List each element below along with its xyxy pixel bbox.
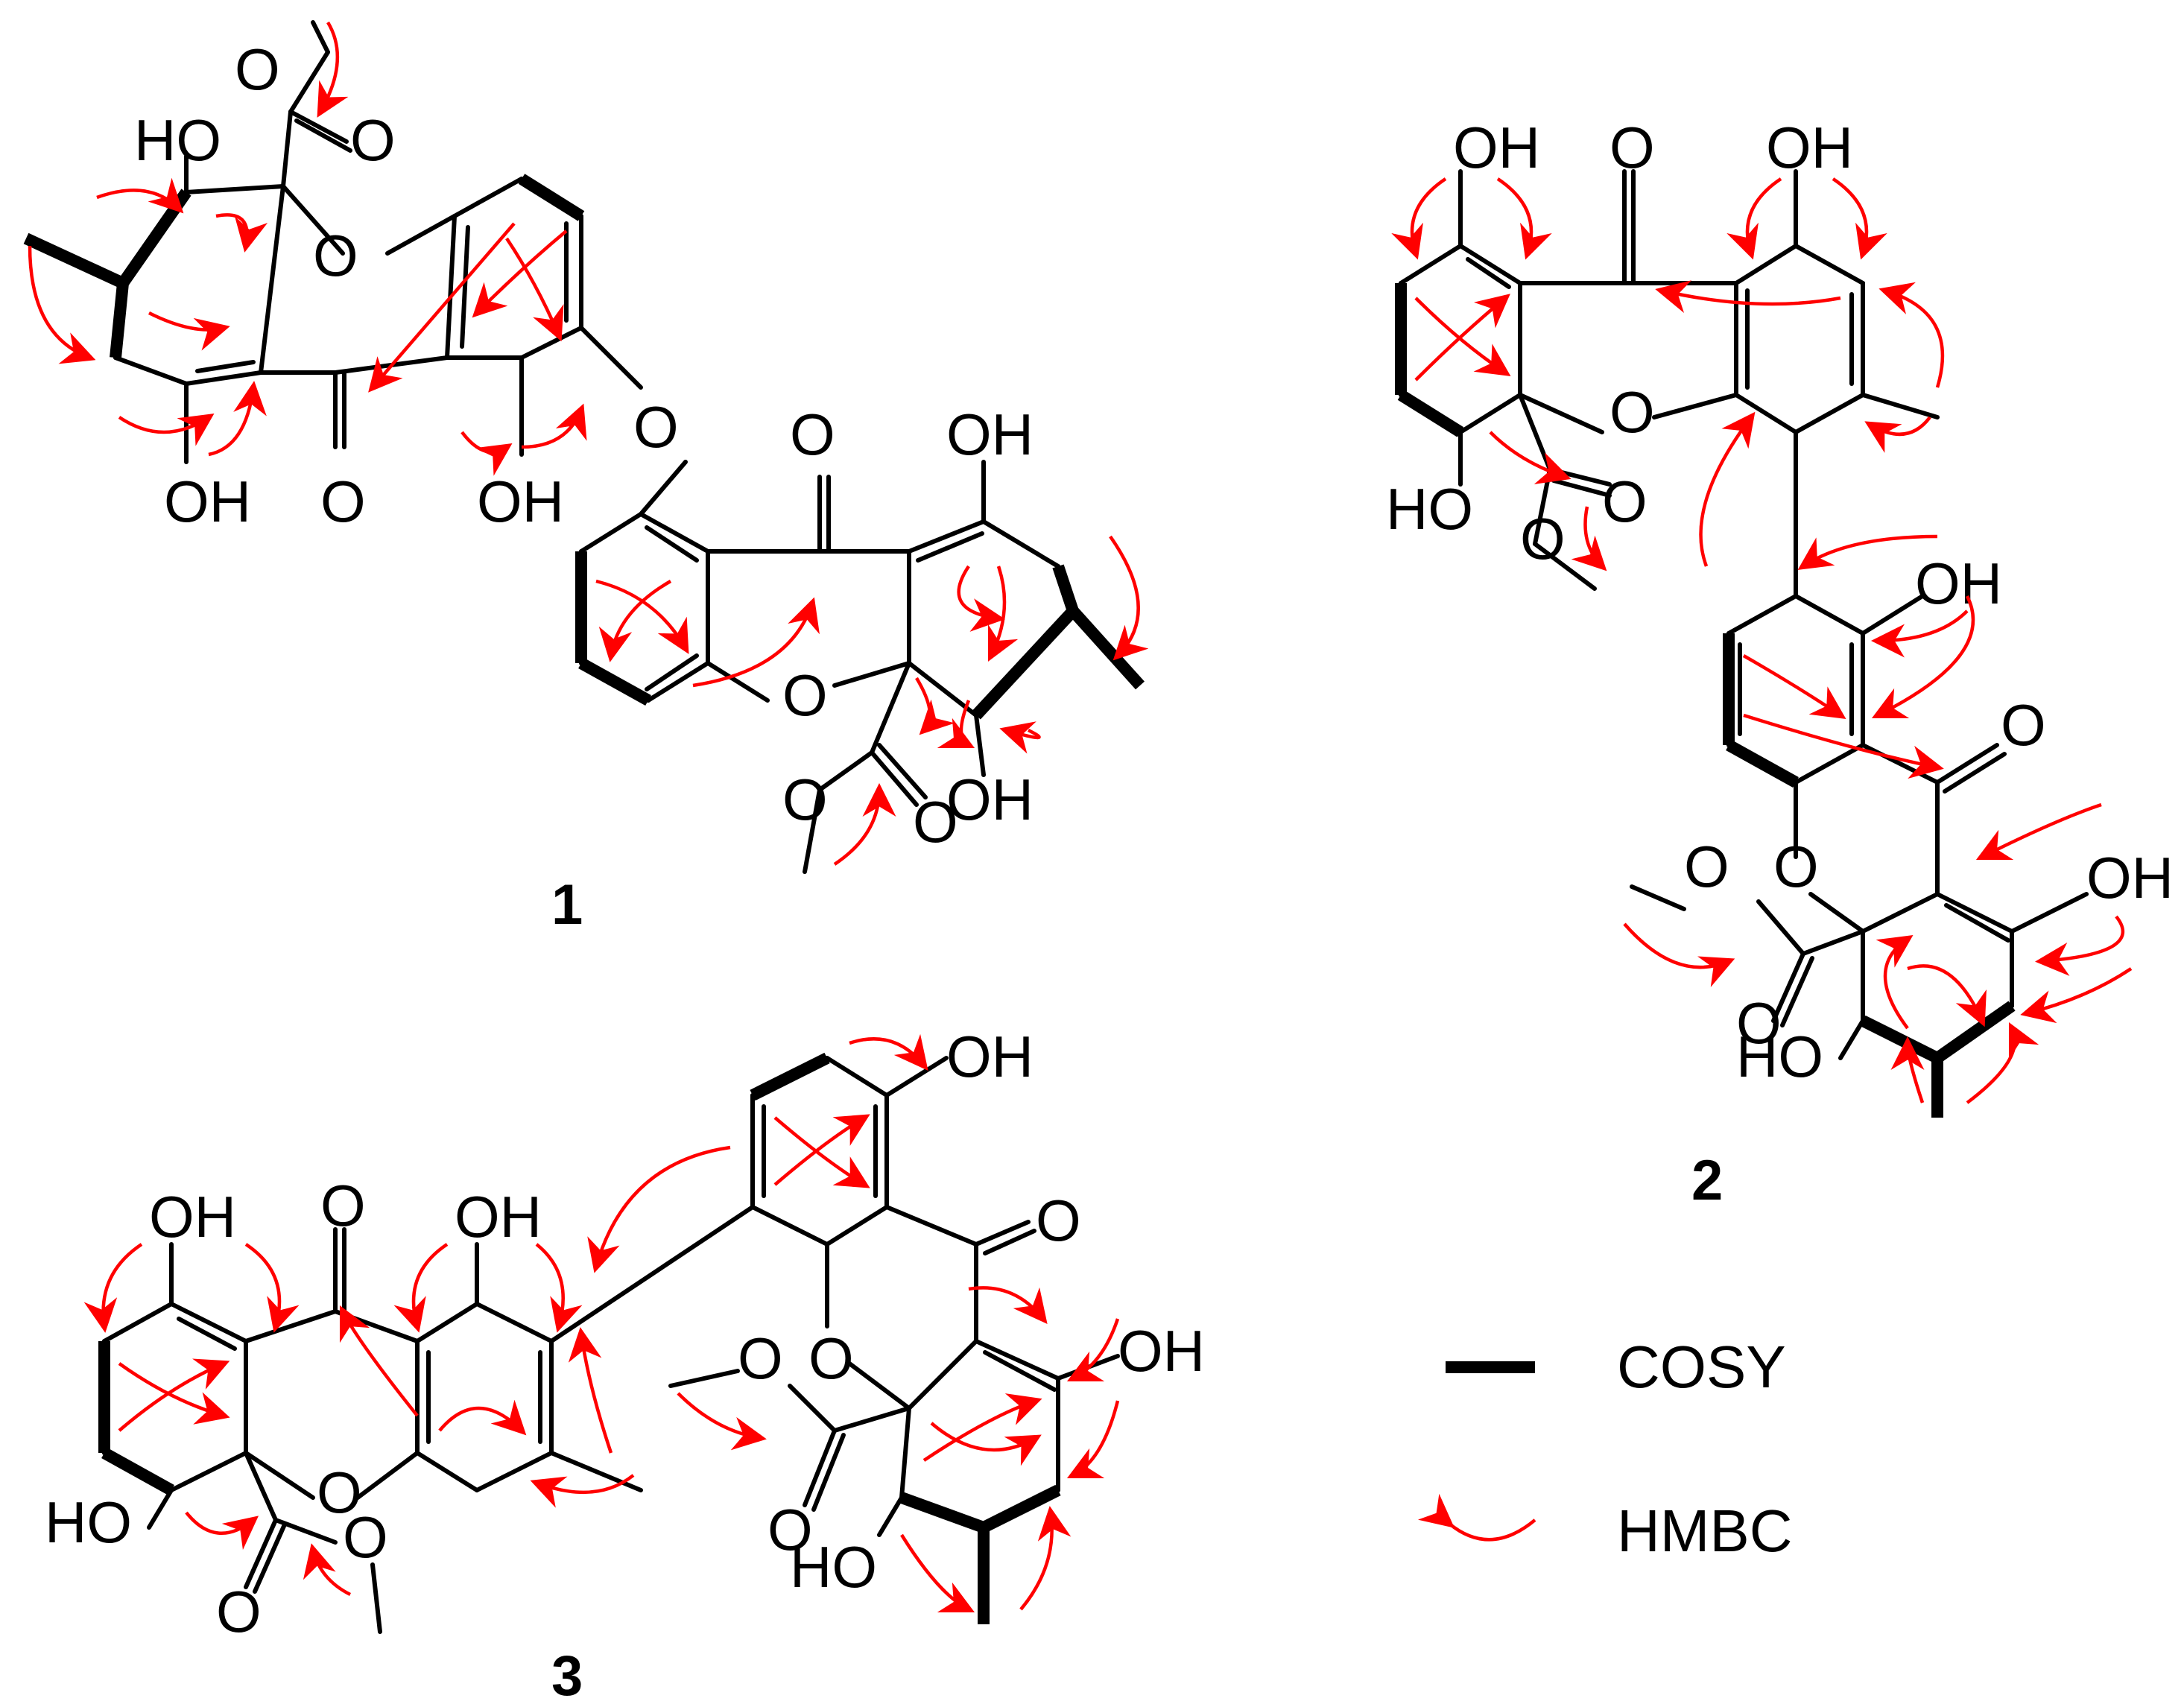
c2-carbonyl-o: O xyxy=(1602,469,1648,534)
c1-ketone-o: O xyxy=(320,469,366,534)
c1-carbonyl2-o: O xyxy=(913,789,958,855)
legend-hmbc-swatch xyxy=(1417,1493,1536,1542)
c3-ester-o: O xyxy=(343,1504,388,1570)
compound-3-left-unit-bonds xyxy=(102,1205,755,1634)
c2-ester2-o: O xyxy=(1684,834,1729,899)
c1-ring2-o: O xyxy=(782,662,828,728)
c3-ketone-o: O xyxy=(320,1173,366,1238)
c3-oh-top-left: OH xyxy=(149,1184,236,1250)
c1-ester2-o: O xyxy=(782,767,828,832)
legend: COSY HMBC xyxy=(1417,1334,1793,1564)
c3-ester2-o: O xyxy=(738,1326,783,1391)
c2-carbonyl2-o: O xyxy=(1736,990,1782,1056)
legend-hmbc-label: HMBC xyxy=(1617,1498,1793,1564)
c1-ether-o: O xyxy=(633,394,679,460)
c1-oh-bottom-left: OH xyxy=(164,469,251,534)
c3-oh-right: OH xyxy=(1118,1318,1205,1384)
c1-ho-label: HO xyxy=(134,107,221,173)
c3-carbonyl-o: O xyxy=(216,1579,262,1644)
compound-1-upper-unit-bonds xyxy=(113,20,643,464)
compound-2-lower-unit-bonds xyxy=(1630,594,2089,1060)
compound-2-number: 2 xyxy=(1691,1149,1723,1212)
compound-3-right-unit-bonds xyxy=(668,1056,1120,1537)
compound-2-atom-labels: OH O OH O HO O O OH O O O OH O HO xyxy=(1386,115,2174,1089)
c3-ketone2-o: O xyxy=(1036,1188,1081,1253)
c3-oh-top-mid: OH xyxy=(455,1184,542,1250)
c3-ring-o: O xyxy=(317,1460,362,1525)
c2-ho-lower: HO xyxy=(1736,1024,1823,1089)
c2-oh-mid: OH xyxy=(1915,551,2002,616)
c3-ho-left: HO xyxy=(45,1489,132,1555)
compound-1-structure: HO O O O OH O OH O O OH O OH O O xyxy=(23,20,1149,937)
c3-ho-lower: HO xyxy=(790,1534,877,1600)
c2-ho-left: HO xyxy=(1386,476,1473,542)
c3-ring2-o: O xyxy=(808,1326,854,1391)
c1-oh-right: OH xyxy=(946,402,1034,467)
c3-oh-top-right: OH xyxy=(946,1024,1034,1089)
compound-3-structure: OH O OH O HO O O OH O O O OH O HO xyxy=(45,1024,1205,1707)
compound-3-cosy-right xyxy=(750,1052,1061,1624)
compound-3-hmbc-arrows xyxy=(83,1033,1120,1613)
c3-carbonyl2-o: O xyxy=(767,1497,813,1562)
c2-oh-top-right: OH xyxy=(1766,115,1853,180)
c1-oh-bottom-mid: OH xyxy=(477,469,564,534)
c2-ester-o: O xyxy=(1520,506,1566,571)
c1-carbonyl-o: O xyxy=(350,107,396,173)
c2-oh-top-left: OH xyxy=(1453,115,1540,180)
compound-2-cosy-upper xyxy=(1395,283,1464,437)
c1-ester-o: O xyxy=(235,37,280,102)
compound-1-atom-labels: HO O O O OH O OH O O OH O OH O O xyxy=(134,37,1034,855)
compound-1-hmbc-arrows xyxy=(28,21,1149,866)
c2-ring2-o: O xyxy=(1773,834,1819,899)
compound-2-hmbc-arrows xyxy=(1391,177,2133,1104)
c2-ketone-o: O xyxy=(1609,115,1655,180)
legend-cosy-label: COSY xyxy=(1617,1334,1786,1400)
c1-ketone2-o: O xyxy=(790,402,835,467)
compound-3-number: 3 xyxy=(551,1644,583,1707)
compound-2-structure: OH O OH O HO O O OH O O O OH O HO xyxy=(1386,115,2174,1212)
c2-ketone2-o: O xyxy=(2001,692,2046,758)
c1-oh-lower: OH xyxy=(946,767,1034,832)
compound-2-upper-unit-bonds xyxy=(1399,169,1940,598)
c2-oh-right: OH xyxy=(2086,845,2174,910)
compound-3-cosy-left xyxy=(98,1341,174,1495)
compound-3-atom-labels: OH O OH O HO O O OH O O O OH O HO xyxy=(45,1024,1205,1644)
compound-1-cosy-upper xyxy=(23,174,585,358)
c2-ring-o: O xyxy=(1609,379,1655,445)
compound-1-number: 1 xyxy=(551,873,583,937)
c1-ring-o: O xyxy=(313,223,358,288)
